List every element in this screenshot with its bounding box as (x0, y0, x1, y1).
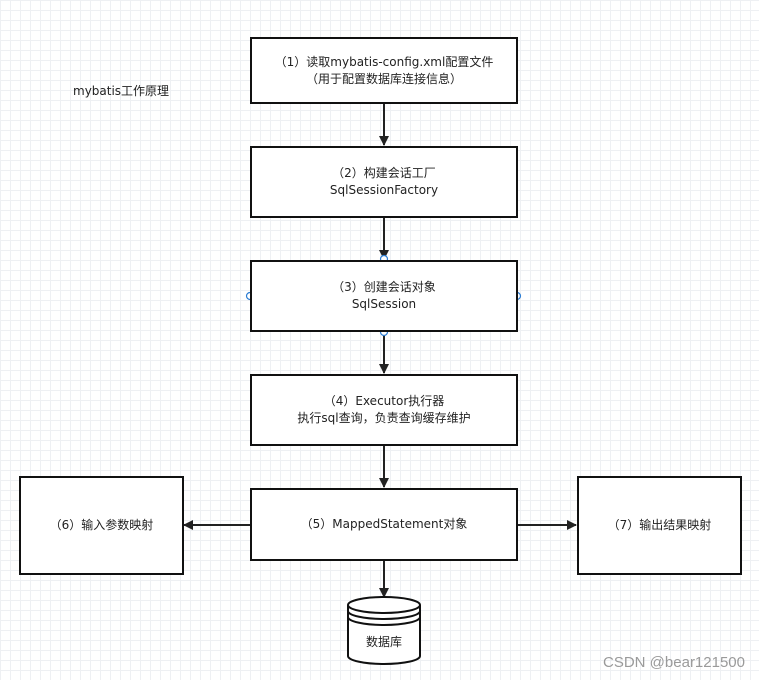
node-mapped-statement[interactable]: （5）MappedStatement对象 (250, 488, 518, 561)
node-output-mapping-line1: （7）输出结果映射 (607, 518, 712, 532)
database-label: 数据库 (365, 635, 402, 649)
node-executor-line1: （4）Executor执行器 (323, 394, 445, 408)
node-read-config-line1: （1）读取mybatis-config.xml配置文件 (274, 54, 494, 69)
node-create-session-line1: （3）创建会话对象 (332, 280, 436, 294)
node-executor[interactable]: （4）Executor执行器 执行sql查询，负责查询缓存维护 (250, 374, 518, 446)
node-read-config-line2: （用于配置数据库连接信息） (305, 71, 462, 86)
node-input-mapping[interactable]: （6）输入参数映射 (19, 476, 184, 575)
node-build-factory[interactable]: （2）构建会话工厂 SqlSessionFactory (250, 146, 518, 218)
node-mapped-statement-line1: （5）MappedStatement对象 (300, 517, 468, 531)
node-executor-line2: 执行sql查询，负责查询缓存维护 (297, 411, 471, 425)
database-cylinder (347, 596, 421, 665)
node-build-factory-line1: （2）构建会话工厂 (332, 166, 436, 180)
node-output-mapping[interactable]: （7）输出结果映射 (577, 476, 742, 575)
node-build-factory-line2: SqlSessionFactory (329, 183, 439, 197)
node-create-session[interactable]: （3）创建会话对象 SqlSession (250, 260, 518, 332)
node-create-session-line2: SqlSession (351, 297, 417, 311)
node-read-config[interactable]: （1）读取mybatis-config.xml配置文件 （用于配置数据库连接信息… (250, 37, 518, 104)
node-input-mapping-line1: （6）输入参数映射 (49, 518, 154, 532)
watermark: CSDN @bear121500 (603, 654, 745, 671)
diagram-title: mybatis工作原理 (73, 84, 170, 98)
